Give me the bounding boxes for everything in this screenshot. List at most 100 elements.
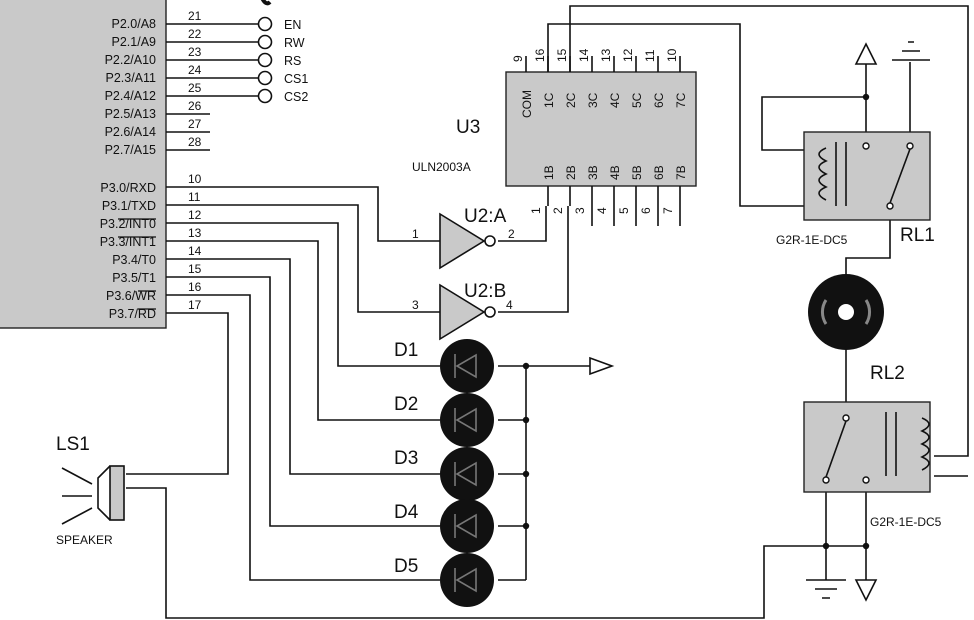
speaker-magnet-icon: [109, 465, 125, 521]
diode-symbol-icon: [454, 461, 477, 487]
ground-icon: [892, 41, 930, 61]
pin-number-28: 28: [188, 135, 202, 149]
relay-core-icon: [835, 142, 847, 206]
port2-pins: P2.0/A8 P2.1/A9 P2.2/A10 P2.3/A11 P2.4/A…: [105, 9, 309, 157]
inverter-u2b: U2:B 3 4: [412, 281, 513, 341]
led-body-icon: [440, 393, 494, 447]
led-d3: D3: [394, 447, 494, 501]
relay-core-icon: [885, 412, 897, 476]
pin-number-21: 21: [188, 9, 202, 23]
pin-number-10: 10: [188, 172, 202, 186]
net-label-rw: RW: [284, 36, 305, 50]
u2b-out-pin: 4: [506, 298, 513, 312]
port3-pins: P3.0/RXD P3.1/TXD P3.2/INT0 P3.3/INT1 P3…: [100, 172, 202, 321]
pin-label-p2-2: P2.2/A10: [105, 53, 156, 67]
net-label-en: EN: [284, 18, 301, 32]
pin-number-15: 15: [188, 262, 202, 276]
pin-label-p2-7: P2.7/A15: [105, 143, 156, 157]
diode-symbol-icon: [454, 407, 477, 433]
pin-label-p2-6: P2.6/A14: [105, 125, 156, 139]
u3-pin-num-9: 9: [511, 55, 525, 62]
u3-pin-num-15: 15: [555, 48, 569, 62]
u3-pin-num-12: 12: [621, 48, 635, 62]
rl2-ref: RL2: [870, 363, 905, 384]
diode-symbol-icon: [454, 353, 477, 379]
led-d4-ref: D4: [394, 502, 419, 523]
pin-label-p3-1: P3.1/TXD: [102, 199, 156, 213]
led-d4: D4: [394, 499, 494, 553]
relay-coil-icon: [818, 147, 828, 201]
u3-pin-name-2c: 2C: [564, 92, 578, 108]
u3-pin-name-7c: 7C: [674, 92, 688, 108]
diode-symbol-icon: [454, 513, 477, 539]
power-supply-icon: [854, 42, 878, 65]
u3-pin-num-7: 7: [661, 207, 675, 214]
pin-number-14: 14: [188, 244, 202, 258]
inverter-triangle-icon: [439, 283, 486, 341]
terminal-rw: [257, 34, 273, 50]
u3-pin-num-4: 4: [595, 207, 609, 214]
u3-pin-name-3b: 3B: [586, 165, 600, 180]
led-d3-ref: D3: [394, 448, 418, 469]
pin-number-25: 25: [188, 81, 202, 95]
wires: [126, 5, 969, 619]
rl2-supply-symbols: [806, 579, 878, 602]
diode-symbol-icon: [454, 567, 477, 593]
u3-pin-name-7b: 7B: [674, 165, 688, 180]
pin-number-22: 22: [188, 27, 202, 41]
pin-label-p3-6: P3.6/WR: [106, 289, 156, 303]
junctions: [522, 93, 870, 550]
net-label-cs2: CS2: [284, 90, 308, 104]
inverter-u2a: U2:A 1 2: [412, 206, 515, 270]
pin-label-p3-0: P3.0/RXD: [100, 181, 156, 195]
pin-number-26: 26: [188, 99, 202, 113]
u3-part: ULN2003A: [412, 160, 471, 174]
u2b-in-pin: 3: [412, 298, 419, 312]
u2a-ref: U2:A: [464, 206, 507, 227]
pin-number-12: 12: [188, 208, 202, 222]
terminal-rs: [257, 52, 273, 68]
relay-switch-icon: [889, 148, 911, 204]
led-d5: D5: [394, 553, 494, 607]
pin-label-p3-2: P3.2/INT0: [100, 217, 156, 231]
u2b-ref: U2:B: [464, 281, 506, 302]
pin-number-11: 11: [188, 190, 201, 204]
u3-pin-name-3c: 3C: [586, 92, 600, 108]
inverter-bubble-icon: [484, 235, 496, 247]
rl1-ref: RL1: [900, 225, 935, 246]
pin-label-p3-7: P3.7/RD: [109, 307, 156, 321]
u3-pin-name-6c: 6C: [652, 92, 666, 108]
power-supply-icon: [854, 579, 878, 602]
u3-driver-ic: U3 ULN2003A 9 16 15 14 13 12 11 10 COM 1…: [412, 48, 697, 226]
terminal-cs1: [257, 70, 273, 86]
u3-pin-name-com: COM: [520, 90, 534, 118]
pin-label-p2-3: P2.3/A11: [105, 71, 156, 85]
u3-pin-num-1: 1: [529, 207, 543, 214]
u3-pin-num-2: 2: [551, 207, 565, 214]
u3-pin-name-4b: 4B: [608, 165, 622, 180]
pin-number-16: 16: [188, 280, 202, 294]
relay-rl2: G2R-1E-DC5: [803, 401, 942, 529]
rl1-part: G2R-1E-DC5: [776, 233, 848, 247]
pin-number-27: 27: [188, 117, 202, 131]
u3-pin-num-11: 11: [643, 49, 657, 62]
net-label-rs: RS: [284, 54, 301, 68]
u3-pin-name-2b: 2B: [564, 165, 578, 180]
inverter-bubble-icon: [484, 306, 496, 318]
u3-pin-name-6b: 6B: [652, 165, 666, 180]
relay-switch-icon: [825, 420, 847, 478]
terminal-en: [257, 16, 273, 32]
led-body-icon: [440, 339, 494, 393]
u3-pin-name-1b: 1B: [542, 165, 556, 180]
pin-label-p2-0: P2.0/A8: [112, 17, 157, 31]
u3-body: [505, 71, 697, 187]
pin-label-p3-4: P3.4/T0: [112, 253, 156, 267]
u3-pin-num-3: 3: [573, 207, 587, 214]
u3-pin-num-16: 16: [533, 48, 547, 62]
u3-pin-num-10: 10: [665, 48, 679, 62]
u3-pin-name-5b: 5B: [630, 165, 644, 180]
led-d5-ref: D5: [394, 556, 418, 577]
u2a-in-pin: 1: [412, 227, 419, 241]
led-body-icon: [440, 447, 494, 501]
pin-number-13: 13: [188, 226, 202, 240]
